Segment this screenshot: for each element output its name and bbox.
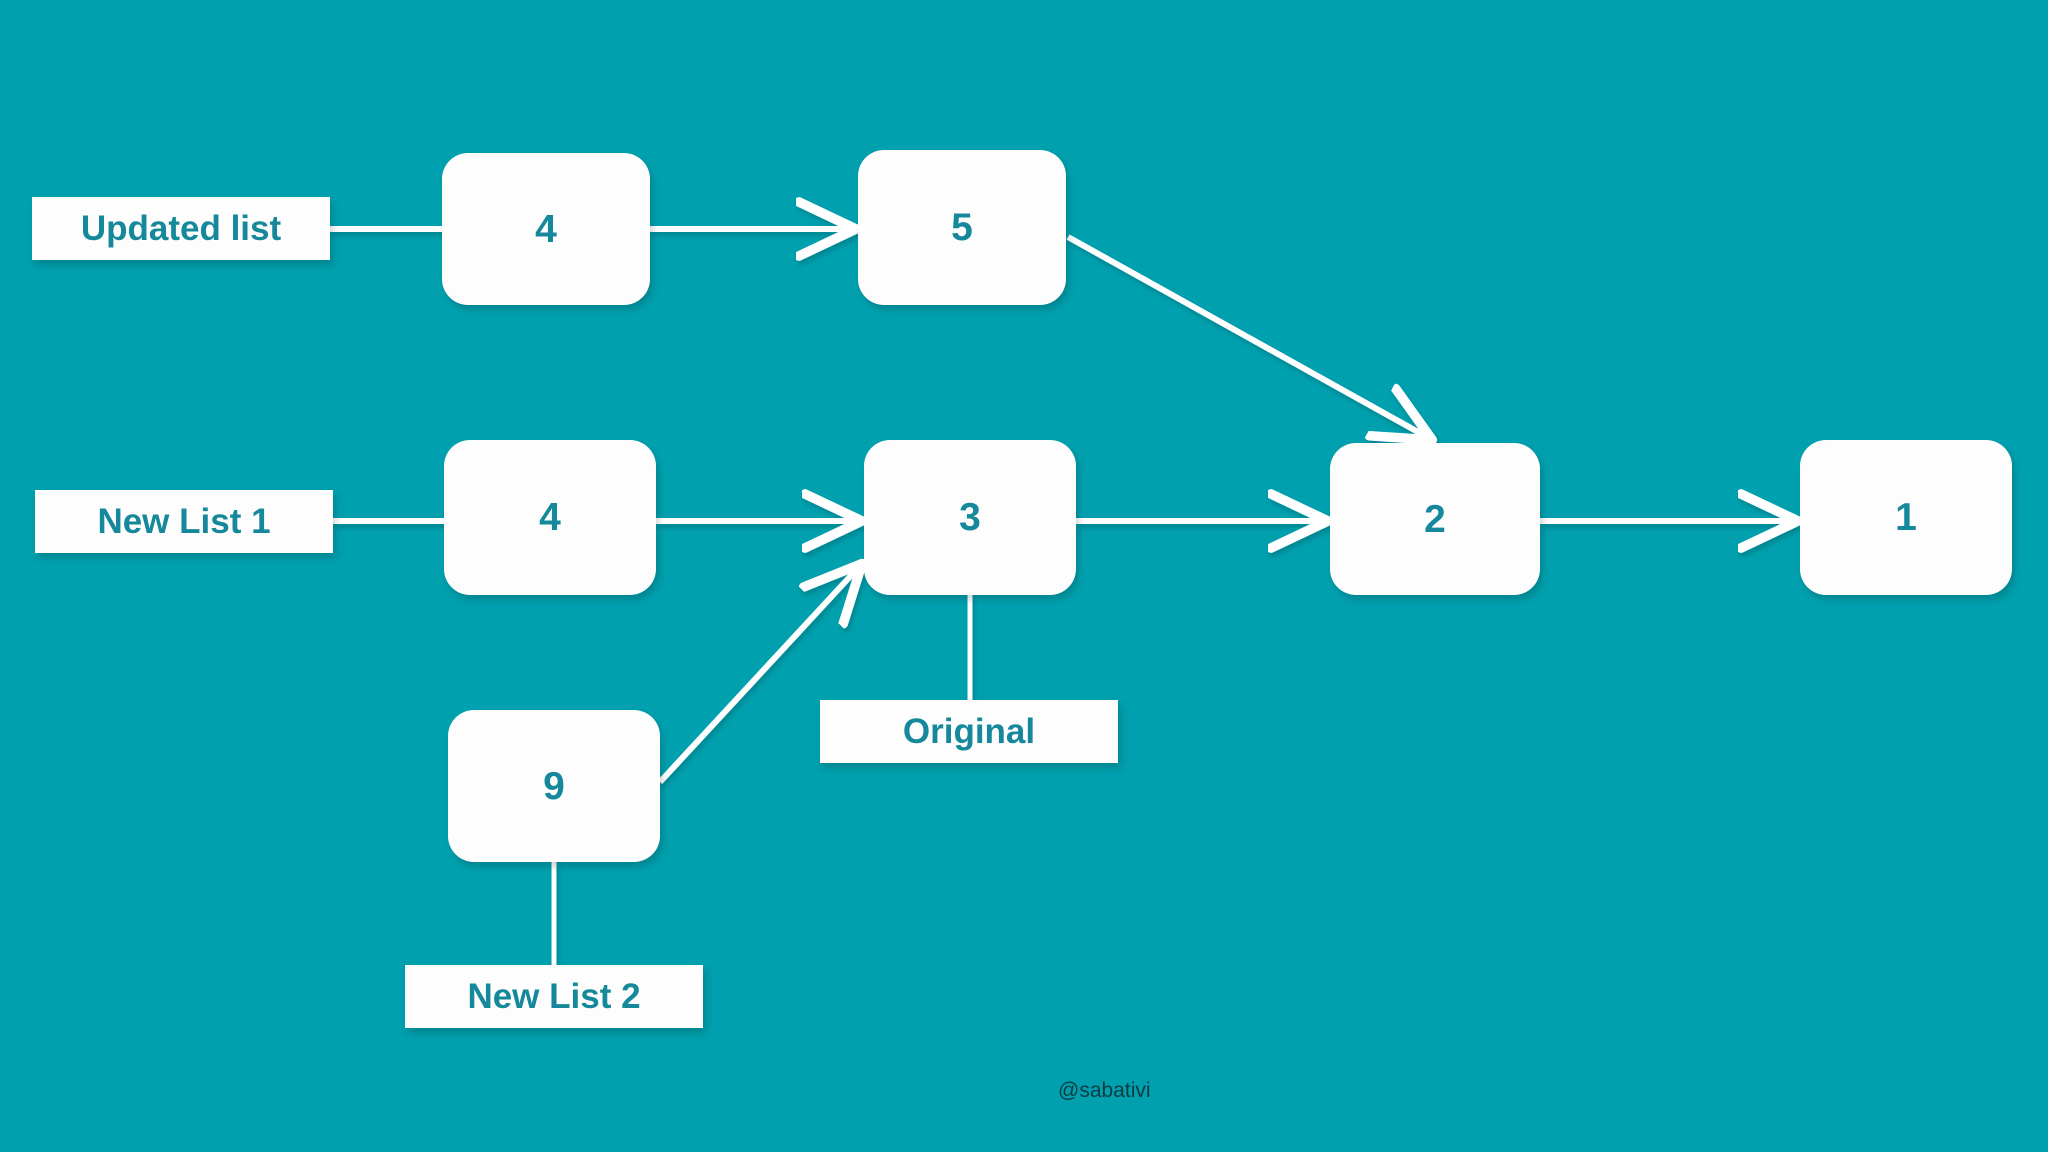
caption-label: New List 1: [97, 502, 271, 541]
watermark-handle: @sabativi: [1058, 1079, 1151, 1102]
caption-label: Original: [902, 712, 1036, 751]
caption-updated-list[interactable]: Updated list: [32, 197, 330, 260]
node-bot-9[interactable]: 9: [448, 710, 660, 862]
node-mid-1[interactable]: 1: [1800, 440, 2012, 595]
node-value: 5: [951, 206, 973, 249]
node-value: 9: [543, 764, 565, 808]
node-top-4[interactable]: 4: [442, 153, 650, 305]
node-value: 2: [1424, 497, 1446, 541]
caption-new-list-2[interactable]: New List 2: [405, 965, 703, 1028]
node-top-5[interactable]: 5: [858, 150, 1066, 305]
node-value: 4: [535, 207, 557, 251]
caption-new-list-1[interactable]: New List 1: [35, 490, 333, 553]
caption-original[interactable]: Original: [820, 700, 1118, 763]
edge-top-5-to-mid-2: [1066, 234, 1427, 437]
node-mid-3[interactable]: 3: [864, 440, 1076, 595]
caption-label: New List 2: [467, 977, 641, 1016]
node-mid-2[interactable]: 2: [1330, 443, 1540, 595]
caption-label: Updated list: [80, 209, 282, 248]
node-mid-4[interactable]: 4: [444, 440, 656, 595]
node-value: 4: [539, 496, 561, 539]
node-value: 3: [959, 496, 981, 539]
node-value: 1: [1895, 496, 1917, 539]
